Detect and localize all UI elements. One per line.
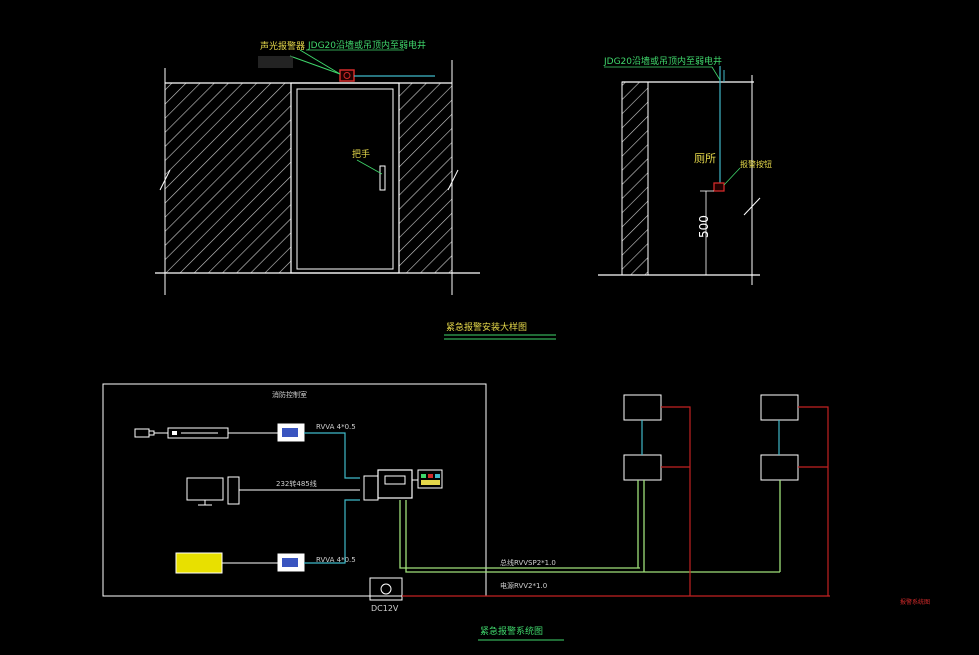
camera-lens-icon <box>148 430 155 436</box>
dimension-500: 500 <box>697 215 711 238</box>
field-unit-1 <box>623 394 691 596</box>
bus-wires: 总线RVVSP2*1.0 电源RVV2*1.0 <box>399 500 830 597</box>
button-label: 报警按钮 <box>740 159 772 169</box>
bottom-decoder-link <box>304 499 360 564</box>
label-smudge <box>258 56 293 68</box>
alarm-host-icon <box>377 469 413 499</box>
alarm-light-1 <box>623 394 662 421</box>
stamp-text: 报警系统图 <box>900 598 930 606</box>
field-unit-2 <box>760 394 829 596</box>
alarm-button-2 <box>760 454 799 481</box>
unit2-power-drop <box>798 406 829 596</box>
button-leader <box>723 167 741 186</box>
top-decoder-link <box>304 432 360 479</box>
keypad-key-3 <box>435 474 440 478</box>
led-display-icon <box>175 552 223 574</box>
keypad-icon <box>417 469 443 489</box>
monitor-icon <box>186 477 224 501</box>
conduit-leader <box>299 49 341 75</box>
side-elevation: 500 JDG20沿墙或吊顶内至弱电井 厕所 报警按钮 <box>598 55 772 285</box>
power-socket-icon <box>380 583 392 595</box>
signal-bus-wire <box>399 500 640 569</box>
power-supply-icon <box>369 577 403 601</box>
door-frame <box>290 82 400 274</box>
break-mark-left <box>159 169 171 191</box>
front-elevation: 声光报警器 JDG20沿墙或吊顶内至弱电井 把手 <box>155 39 480 295</box>
door-handle <box>379 165 386 191</box>
handle-leader <box>356 159 383 175</box>
break-mark-right <box>447 169 459 191</box>
side-conduit-label: JDG20沿墙或吊顶内至弱电井 <box>603 55 722 67</box>
cable-top-label: RVVA 4*0.5 <box>316 423 356 431</box>
door-leaf <box>296 88 394 270</box>
alarm-light-2 <box>760 394 799 421</box>
alarm-lamp-icon <box>343 72 351 79</box>
nvr-led-icon <box>172 431 177 435</box>
control-room-title: 消防控制室 <box>272 390 307 399</box>
side-wall-hatch <box>621 81 649 276</box>
signal-bus-label: 总线RVVSP2*1.0 <box>500 558 556 567</box>
handle-label: 把手 <box>352 148 370 160</box>
power-bus-label: 电源RVV2*1.0 <box>500 581 547 590</box>
decoder-top-screen <box>282 428 298 437</box>
cable-bottom-label: RVVA 4*0.5 <box>316 556 356 564</box>
pc-tower-icon <box>227 476 240 505</box>
signal-bus-wire-2 <box>405 500 780 573</box>
alarm-host-panel <box>384 475 406 485</box>
keypad-key-2 <box>428 474 433 478</box>
decoder-bottom-screen <box>282 558 298 567</box>
front-conduit-label: JDG20沿墙或吊顶内至弱电井 <box>307 39 426 51</box>
power-label: DC12V <box>371 604 399 613</box>
alarm-leader <box>289 55 341 75</box>
cable-mid-label: 232转485线 <box>276 479 317 488</box>
alarm-button-1 <box>623 454 662 481</box>
control-room-box <box>102 383 487 597</box>
system-diagram: 消防控制室 RVVA 4*0.5 232转485线 RVVA 4*0.5 <box>102 383 487 613</box>
keypad-key-1 <box>421 474 426 478</box>
system-title: 紧急报警系统图 <box>480 625 543 637</box>
unit1-power-drop <box>661 406 691 596</box>
keypad-display <box>421 480 440 485</box>
side-break-mark <box>743 197 761 216</box>
emergency-button-icon <box>713 182 725 192</box>
right-wall-hatch <box>398 82 453 274</box>
host-side-icon <box>363 475 379 501</box>
toilet-label: 厕所 <box>694 152 716 165</box>
sound-light-alarm-icon <box>339 69 355 82</box>
left-wall-hatch <box>164 82 292 274</box>
alarm-label: 声光报警器 <box>260 40 305 52</box>
installation-title: 紧急报警安装大样图 <box>446 321 527 333</box>
camera-icon <box>134 428 150 438</box>
side-conduit-leader <box>711 66 721 81</box>
